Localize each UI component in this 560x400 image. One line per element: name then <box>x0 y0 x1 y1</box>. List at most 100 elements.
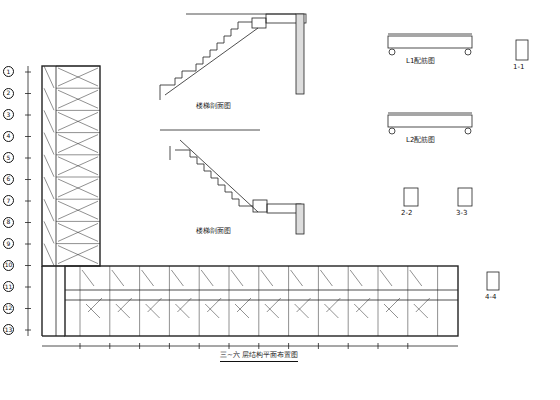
drawing-stroke <box>25 72 31 73</box>
drawing-stroke <box>177 298 191 312</box>
axis-bubble: 5 <box>3 152 14 163</box>
drawing-stroke <box>139 266 140 336</box>
drawing-stroke <box>258 343 259 349</box>
axis-number: 12 <box>5 305 13 311</box>
drawing-stroke <box>58 179 98 197</box>
drawing-label: L2配筋图 <box>405 137 436 145</box>
drawing-stroke <box>56 199 100 200</box>
drawing-stroke <box>44 155 54 177</box>
drawing-stroke <box>437 266 438 336</box>
drawing-stroke <box>416 298 430 312</box>
drawing-stroke <box>414 304 428 318</box>
drawing-stroke <box>25 158 31 159</box>
drawing-stroke <box>116 304 130 318</box>
drawing-stroke <box>207 298 221 312</box>
drawing-stroke <box>58 135 98 153</box>
drawing-stroke <box>386 298 400 312</box>
drawing-stroke <box>235 304 249 318</box>
drawing-stroke <box>58 157 98 175</box>
drawing-stroke <box>25 115 31 116</box>
drawing-stroke <box>44 177 54 199</box>
drawing-stroke <box>44 110 54 132</box>
drawing-stroke <box>378 266 379 336</box>
drawing-stroke <box>56 177 100 178</box>
drawing-stroke <box>148 298 162 312</box>
drawing-stroke <box>265 304 279 318</box>
drawing-stroke <box>171 270 183 286</box>
drawing-label: 楼梯剖面图 <box>195 103 232 111</box>
axis-number: 3 <box>7 112 11 118</box>
drawing-stroke <box>288 266 289 336</box>
drawing-stroke <box>25 308 31 309</box>
drawing-stroke <box>297 298 311 312</box>
drawing-stroke <box>288 343 289 349</box>
drawing-stroke <box>109 266 110 336</box>
drawing-stroke <box>58 135 98 153</box>
drawing-stroke <box>44 244 54 266</box>
drawing-stroke <box>58 179 98 197</box>
drawing-stroke <box>205 304 219 318</box>
drawing-stroke <box>258 266 259 336</box>
drawing-stroke <box>56 221 100 222</box>
drawing-label: 4-4 <box>484 294 497 302</box>
drawing-stroke <box>378 343 379 349</box>
drawing-stroke <box>44 133 54 155</box>
drawing-stroke <box>25 201 31 202</box>
drawing-stroke <box>199 343 200 349</box>
drawing-stroke <box>44 88 54 110</box>
drawing-stroke <box>175 304 189 318</box>
axis-number: 13 <box>5 327 13 333</box>
axis-number: 9 <box>7 241 11 247</box>
axis-bubble: 3 <box>3 109 14 120</box>
drawing-label: 1-1 <box>512 64 525 72</box>
drawing-stroke <box>291 270 303 286</box>
drawing-stroke <box>356 298 370 312</box>
drawing-stroke <box>324 304 338 318</box>
drawing-stroke <box>118 298 132 312</box>
drawing-stroke <box>58 68 98 86</box>
drawing-stroke <box>384 304 398 318</box>
drawing-stroke <box>295 304 309 318</box>
drawing-stroke <box>199 266 200 336</box>
drawing-stroke <box>267 298 281 312</box>
drawing-stroke <box>56 88 100 89</box>
drawing-stroke <box>56 132 100 133</box>
drawing-title: 三~六 层结构平面布置图 <box>220 352 298 362</box>
drawing-stroke <box>348 343 349 349</box>
drawing-stroke <box>350 270 362 286</box>
axis-bubble: 8 <box>3 217 14 228</box>
drawing-stroke <box>25 330 31 331</box>
drawing-label: L1配筋图 <box>405 58 436 66</box>
axis-number: 6 <box>7 176 11 182</box>
drawing-stroke <box>58 223 98 241</box>
drawing-stroke <box>354 304 368 318</box>
axis-number: 2 <box>7 90 11 96</box>
drawing-stroke <box>109 343 110 349</box>
drawing-stroke <box>58 112 98 130</box>
axis-number: 10 <box>5 262 13 268</box>
drawing-stroke <box>229 343 230 349</box>
drawing-stroke <box>25 179 31 180</box>
drawing-stroke <box>139 343 140 349</box>
axis-bubble: 9 <box>3 238 14 249</box>
drawing-stroke <box>25 222 31 223</box>
drawing-stroke <box>407 266 408 336</box>
axis-number: 1 <box>7 69 11 75</box>
drawing-stroke <box>56 66 100 67</box>
drawing-label: 2-2 <box>400 210 413 218</box>
drawing-stroke <box>56 154 100 155</box>
drawing-stroke <box>58 201 98 219</box>
axis-bubble: 4 <box>3 131 14 142</box>
drawing-label: 3-3 <box>455 210 468 218</box>
drawing-stroke <box>348 266 349 336</box>
axis-number: 11 <box>5 284 13 290</box>
drawing-stroke <box>142 270 154 286</box>
drawing-stroke <box>201 270 213 286</box>
drawing-stroke <box>58 68 98 86</box>
drawing-stroke <box>86 304 100 318</box>
drawing-stroke <box>320 270 332 286</box>
drawing-stroke <box>88 298 102 312</box>
drawing-stroke <box>56 110 100 111</box>
